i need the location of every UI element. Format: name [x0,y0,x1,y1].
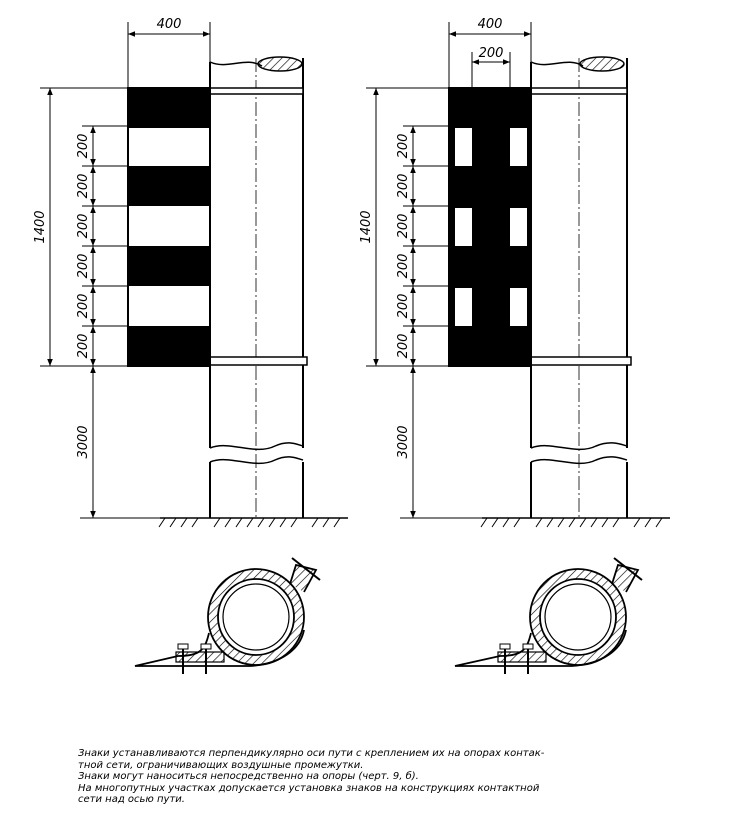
band-dim-label: 200 [396,294,411,319]
band-dim-label: 200 [396,174,411,199]
width-dim-label: 400 [157,17,182,32]
band-dim-label: 200 [76,294,91,319]
white-window [510,128,527,166]
white-window [455,208,472,246]
right-sign-plate [448,87,532,367]
band-dim-label: 200 [76,214,91,239]
right-ground [480,517,670,528]
band-dim-label: 200 [76,134,91,159]
stripe-black [128,88,210,128]
left-sign-plate [127,87,211,367]
mount-dim-label: 3000 [396,425,411,458]
left-clamp-section [134,557,321,674]
white-window [455,128,472,166]
white-window [510,208,527,246]
note-line: сети над осью пути. [78,794,185,805]
white-window [510,288,527,326]
right-sign-variant: 400 200 1400 200 200 200 200 200 200 300… [359,17,670,674]
left-ground [158,517,348,528]
stripe-black [128,246,210,286]
note-line: Знаки устанавливаются перпендикулярно ос… [78,748,545,759]
band-dim-label: 200 [396,134,411,159]
right-dimension-labels: 400 200 1400 200 200 200 200 200 200 300… [359,17,503,459]
note-line: На многопутных участках допускается уста… [78,782,540,794]
height-dim-label: 1400 [359,210,374,243]
inner-width-dim-label: 200 [479,46,504,61]
left-dimension-labels: 400 1400 200 200 200 200 200 200 3000 [33,17,181,459]
band-dim-label: 200 [76,334,91,359]
band-dim-label: 200 [396,214,411,239]
band-dim-label: 200 [396,254,411,279]
note-line: тной сети, ограничивающих воздушные пром… [78,759,364,771]
band-dim-label: 200 [76,174,91,199]
left-dimensions [40,22,211,519]
notes-text: Знаки устанавливаются перпендикулярно ос… [78,748,698,806]
note-line: Знаки могут наноситься непосредственно н… [78,771,419,782]
left-sign-variant: 400 1400 200 200 200 200 200 200 3000 [33,17,348,674]
mount-dim-label: 3000 [76,425,91,458]
right-clamp-section [454,557,643,674]
left-pole [209,56,308,518]
stripe-black [128,166,210,206]
stripe-black [128,326,210,366]
right-pole [530,56,632,518]
white-window [455,288,472,326]
height-dim-label: 1400 [33,210,48,243]
right-dimensions [366,22,532,519]
width-dim-label: 400 [478,17,503,32]
band-dim-label: 200 [396,334,411,359]
band-dim-label: 200 [76,254,91,279]
